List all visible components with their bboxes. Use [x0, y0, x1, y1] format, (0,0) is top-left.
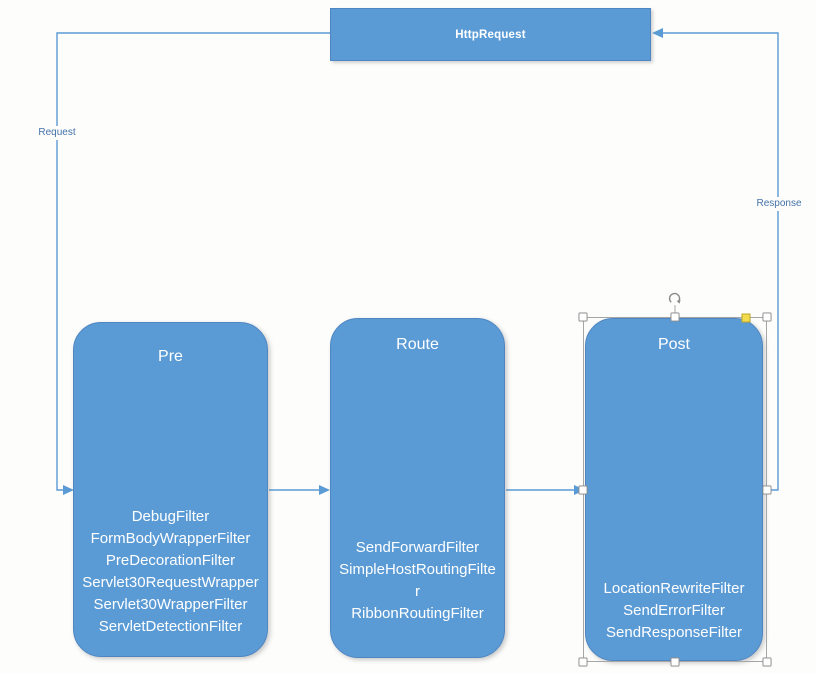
resize-handle-e[interactable] — [762, 485, 772, 495]
filter-item: SendErrorFilter — [623, 602, 725, 619]
resize-handle-n[interactable] — [670, 312, 680, 322]
resize-handle-se[interactable] — [762, 657, 772, 667]
shape-adjust-handle[interactable] — [741, 313, 751, 323]
resize-handle-nw[interactable] — [578, 312, 588, 322]
response-edge-label[interactable]: Response — [753, 197, 805, 211]
filter-item: PreDecorationFilter — [105, 552, 236, 569]
post-stage-box[interactable]: Post LocationRewriteFilter SendErrorFilt… — [585, 318, 763, 661]
arrowhead-icon — [652, 28, 663, 38]
filter-item: FormBodyWrapperFilter — [90, 530, 251, 547]
http-request-box[interactable]: HttpRequest — [330, 8, 651, 61]
filter-item: RibbonRoutingFilter — [351, 605, 484, 622]
resize-handle-w[interactable] — [578, 485, 588, 495]
route-filter-list: SendForwardFilter SimpleHostRoutingFilte… — [339, 537, 496, 625]
resize-handle-s[interactable] — [670, 657, 680, 667]
post-filter-list: LocationRewriteFilter SendErrorFilter Se… — [594, 578, 754, 644]
post-stage-title: Post — [657, 336, 690, 353]
route-stage-box[interactable]: Route SendForwardFilter SimpleHostRoutin… — [330, 318, 505, 658]
pre-filter-list: DebugFilter FormBodyWrapperFilter PreDec… — [82, 506, 259, 638]
filter-item: DebugFilter — [131, 508, 210, 525]
pre-stage-title: Pre — [158, 348, 183, 365]
filter-item: Servlet30WrapperFilter — [93, 596, 248, 613]
filter-item: Servlet30RequestWrapper — [82, 574, 259, 591]
route-to-post-connector[interactable] — [506, 485, 585, 495]
filter-item: SendResponseFilter — [606, 624, 742, 641]
filter-item: SimpleHostRoutingFilter — [339, 561, 496, 600]
pre-stage-box[interactable]: Pre DebugFilter FormBodyWrapperFilter Pr… — [73, 322, 268, 657]
http-request-label: HttpRequest — [455, 28, 526, 41]
arrowhead-icon — [319, 485, 330, 495]
rotation-handle-icon[interactable] — [666, 290, 684, 308]
pre-to-route-connector[interactable] — [269, 485, 330, 495]
filter-item: SendForwardFilter — [355, 539, 480, 556]
resize-handle-ne[interactable] — [762, 312, 772, 322]
filter-item: ServletDetectionFilter — [98, 618, 243, 635]
request-edge-label[interactable]: Request — [35, 126, 79, 140]
resize-handle-sw[interactable] — [578, 657, 588, 667]
filter-item: LocationRewriteFilter — [603, 580, 745, 597]
route-stage-title: Route — [396, 336, 439, 353]
